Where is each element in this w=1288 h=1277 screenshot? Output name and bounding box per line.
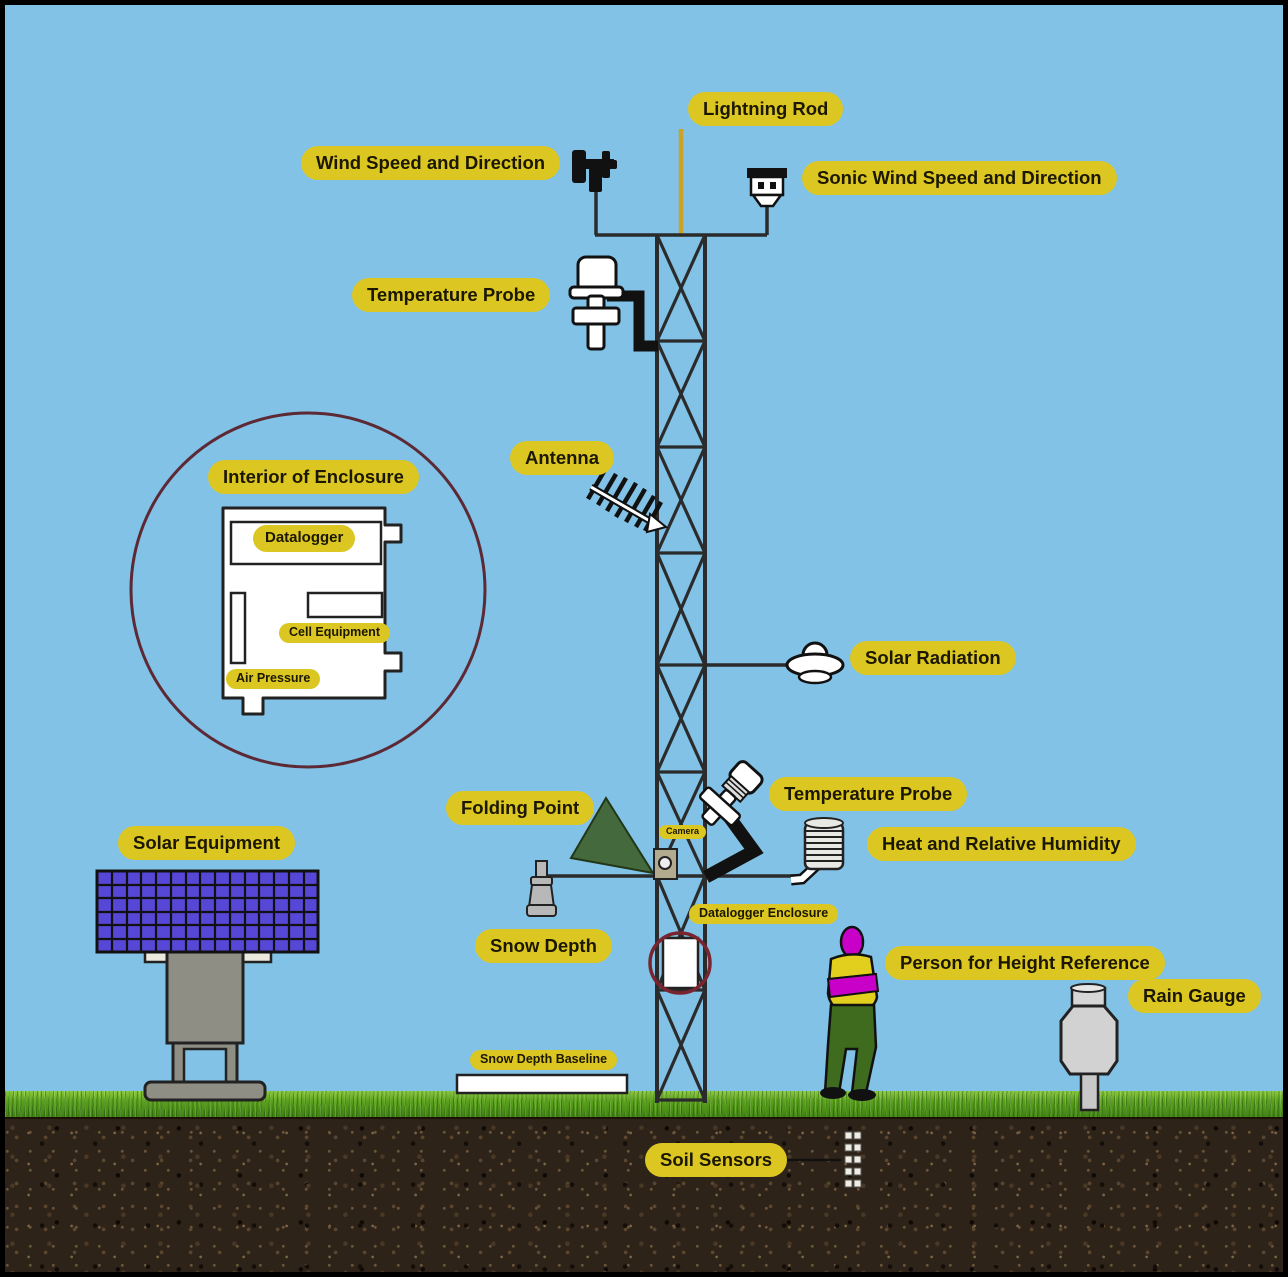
- top-crossbar: [594, 191, 769, 237]
- yagi-antenna-icon: [586, 466, 669, 534]
- label-temp-probe-lower: Temperature Probe: [769, 777, 968, 812]
- label-snow-depth: Snow Depth: [475, 929, 612, 964]
- label-interior-enclosure: Interior of Enclosure: [208, 460, 419, 495]
- label-temp-probe-upper: Temperature Probe: [352, 278, 551, 313]
- label-lightning-rod: Lightning Rod: [688, 92, 844, 127]
- label-rain-gauge: Rain Gauge: [1128, 979, 1261, 1014]
- label-folding-point: Folding Point: [446, 791, 595, 826]
- label-datalogger: Datalogger: [253, 525, 356, 552]
- label-antenna: Antenna: [510, 441, 614, 476]
- label-solar-equipment: Solar Equipment: [118, 826, 295, 861]
- label-air-pressure: Air Pressure: [226, 669, 321, 689]
- diagram-drawing: [95, 129, 1119, 1188]
- snow-depth-sensor-icon: [526, 860, 557, 917]
- temperature-probe-lower-icon: [698, 760, 764, 883]
- label-datalogger-enclosure: Datalogger Enclosure: [689, 904, 839, 924]
- soil-cross-section: [5, 1117, 1283, 1272]
- radiation-shield-icon: [790, 817, 845, 886]
- anemometer-icon: [572, 150, 617, 192]
- enclosure-highlight-ring: [648, 931, 712, 995]
- solar-panel: [95, 869, 320, 954]
- datalogger-enclosure-box: [648, 931, 712, 995]
- label-wind-speed: Wind Speed and Direction: [301, 146, 561, 181]
- label-cell-equipment: Cell Equipment: [279, 623, 390, 643]
- camera-icon: [653, 848, 678, 880]
- temperature-probe-upper-icon: [568, 255, 658, 352]
- sonic-anemometer-icon: [747, 168, 787, 208]
- pyranometer-icon: [705, 641, 845, 685]
- label-sonic-wind: Sonic Wind Speed and Direction: [802, 161, 1117, 196]
- label-camera: Camera: [659, 825, 707, 839]
- label-heat-humidity: Heat and Relative Humidity: [867, 827, 1136, 862]
- label-solar-radiation: Solar Radiation: [850, 641, 1016, 676]
- label-snow-depth-baseline: Snow Depth Baseline: [470, 1050, 618, 1070]
- person-figure: [820, 925, 880, 1101]
- label-soil-sensors: Soil Sensors: [645, 1143, 788, 1178]
- label-person: Person for Height Reference: [885, 946, 1165, 981]
- tower: [655, 234, 707, 1103]
- solar-panel-stand: [143, 947, 273, 1102]
- grass-strip: [5, 1091, 1283, 1119]
